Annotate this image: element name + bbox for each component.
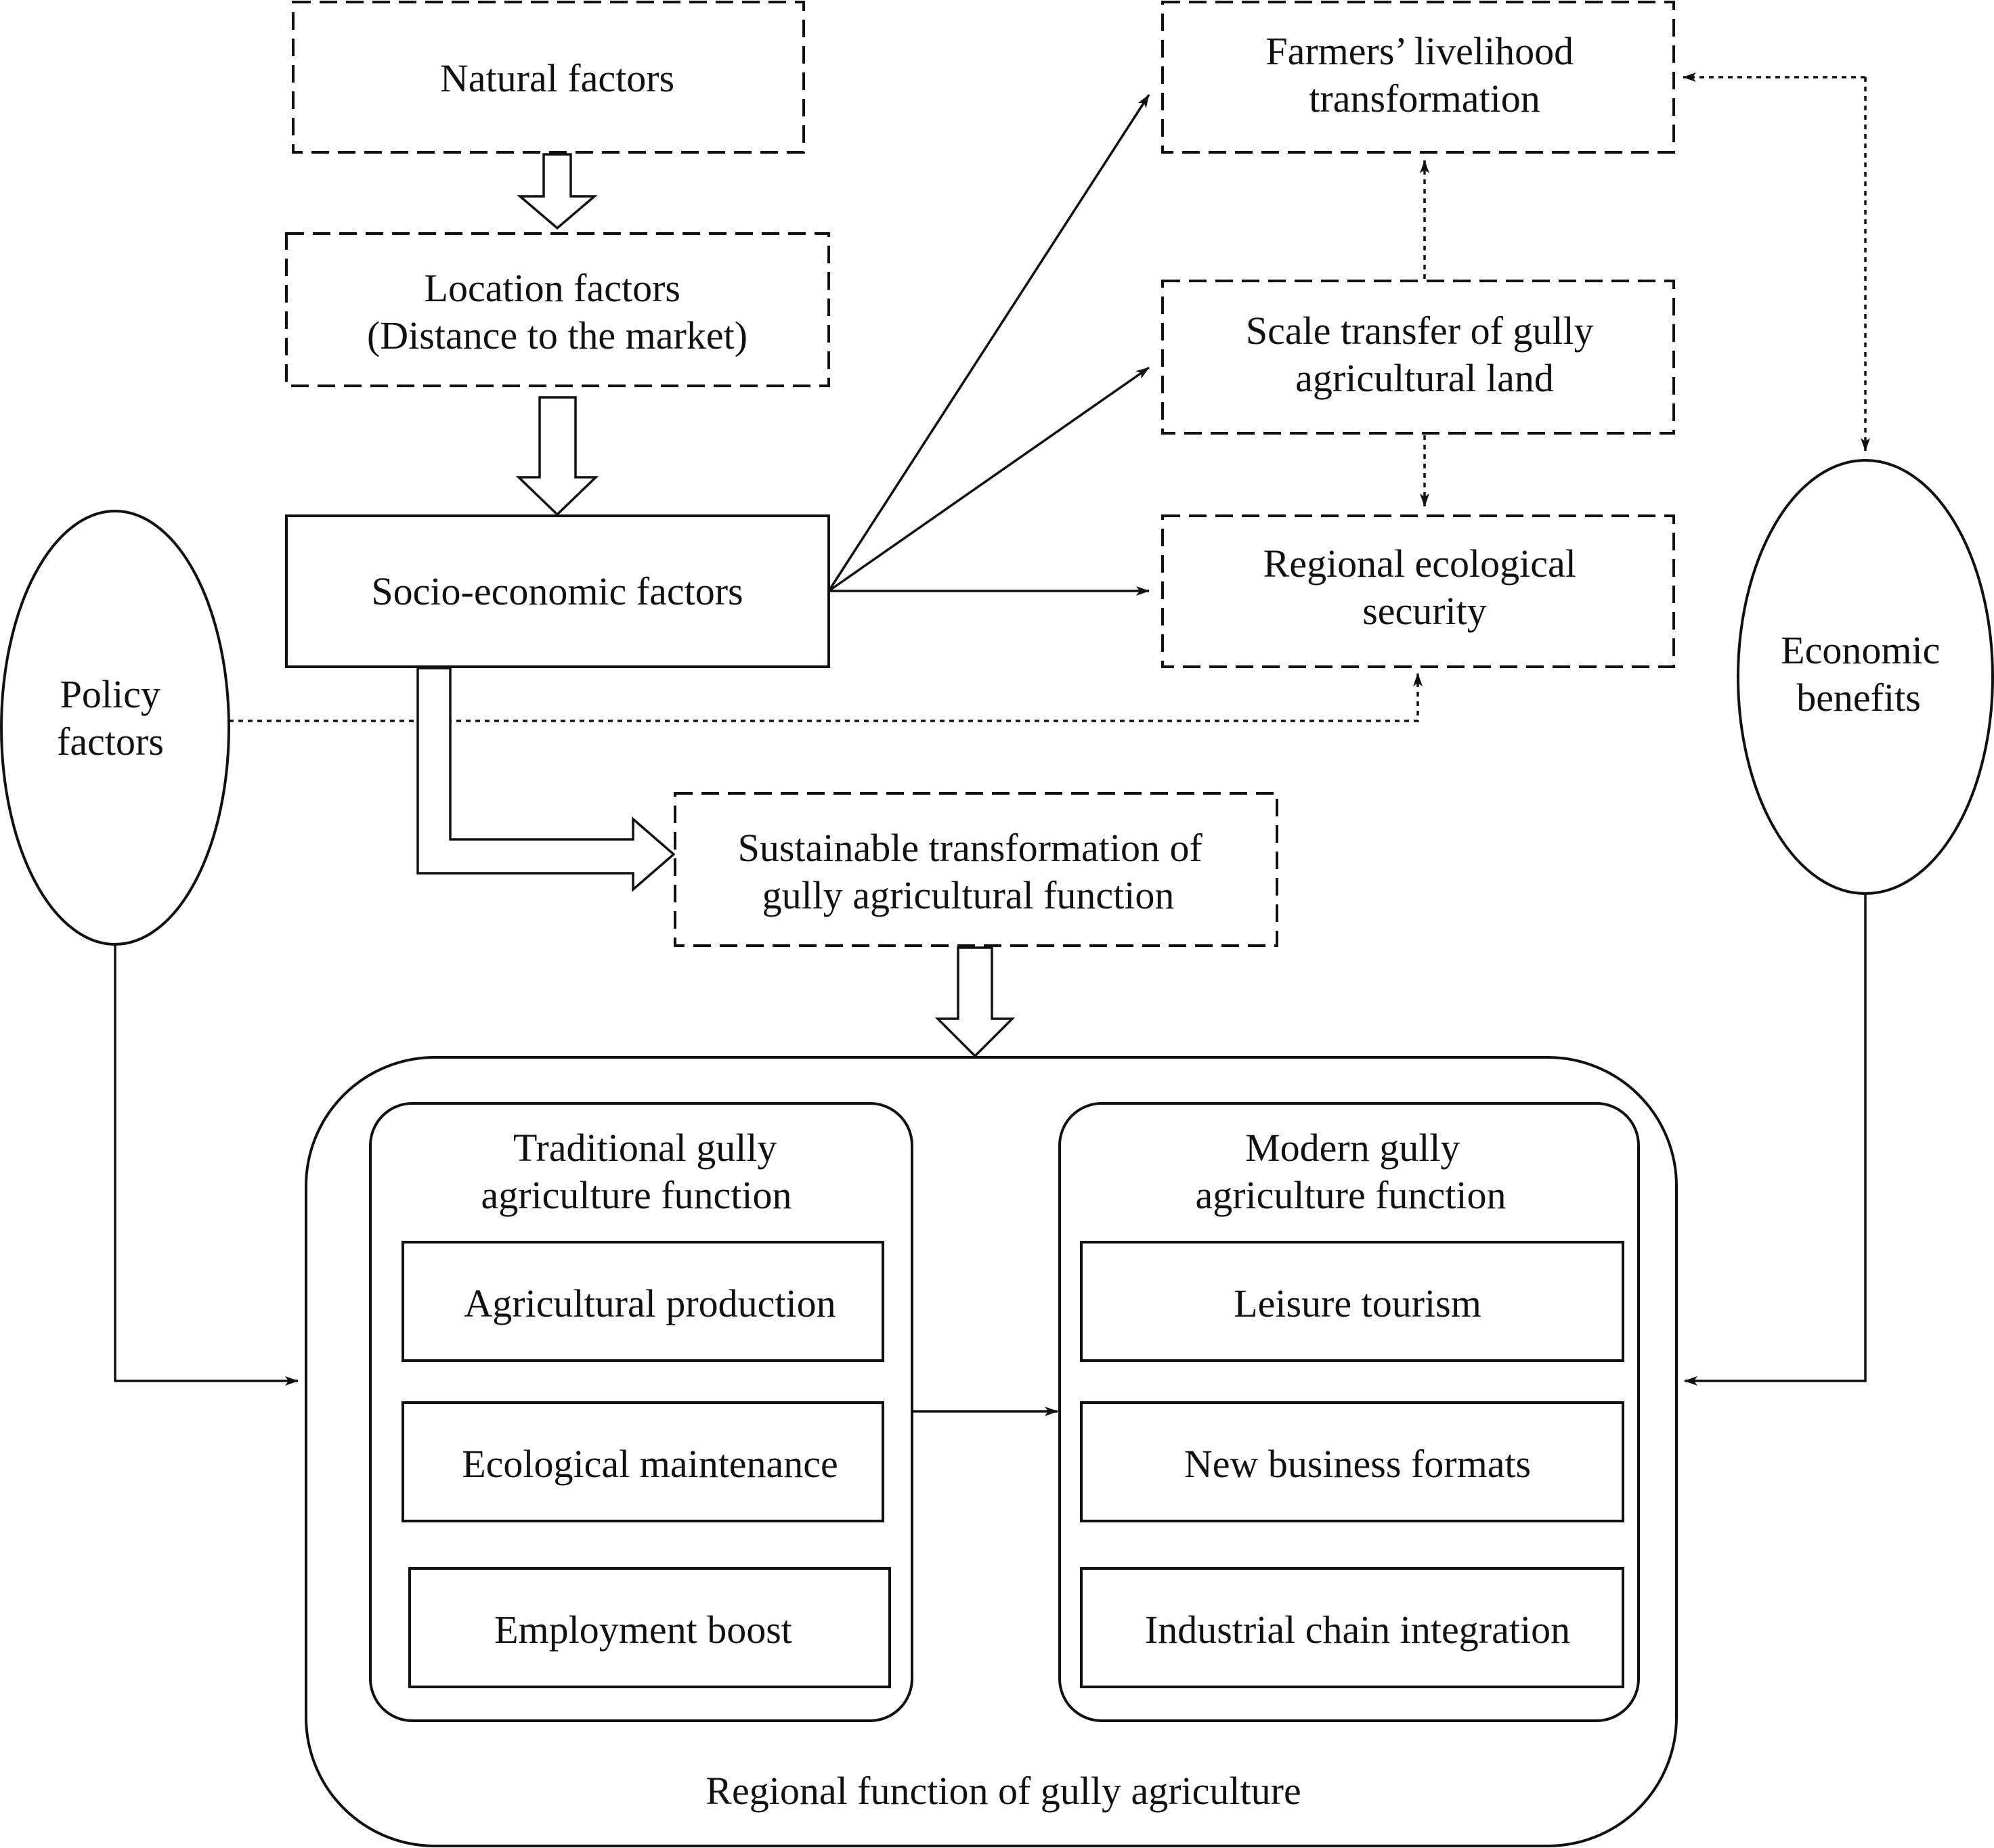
svg-text:Socio-economic factors: Socio-economic factors: [371, 569, 743, 613]
item-new-business-formats-label: New business formats: [1184, 1442, 1531, 1486]
svg-text:Policy factors: Policy factors: [57, 672, 170, 764]
regional-function-label: Regional function of gully agriculture: [706, 1769, 1301, 1813]
regional-ecological-security-label-line2: security: [1362, 589, 1487, 633]
socio-to-farmers-arrow: [827, 94, 1150, 592]
modern-title-line1: Modern gully: [1245, 1126, 1460, 1170]
item-leisure-tourism: Leisure tourism: [1080, 1241, 1624, 1362]
svg-text:Agricultural production: Agricultural production: [464, 1281, 836, 1325]
natural-factors-node: Natural factors: [292, 1, 805, 154]
sustainable-transformation-label-line2: gully agricultural function: [762, 873, 1175, 917]
svg-text:Modern gully agriculture: Modern gully agriculture function: [1196, 1126, 1507, 1217]
item-employment-boost-label: Employment boost: [494, 1608, 792, 1652]
policy-factors-label-line1: Policy: [60, 672, 160, 716]
modern-function-group: Modern gully agriculture function Leisur…: [1058, 1102, 1640, 1722]
sustainable-transformation-node: Sustainable transformation of gully agri…: [674, 792, 1278, 947]
economic-benefits-label-line2: benefits: [1796, 676, 1921, 720]
item-agricultural-production: Agricultural production: [402, 1241, 884, 1362]
item-industrial-chain-integration-label: Industrial chain integration: [1145, 1608, 1570, 1652]
farmers-livelihood-label-line2: transformation: [1309, 76, 1540, 120]
socio-to-sustainable-hollow-arrow: [416, 667, 676, 892]
sustainable-transformation-label-line1: Sustainable transformation of: [738, 826, 1203, 870]
socio-economic-factors-label: Socio-economic factors: [371, 569, 743, 613]
traditional-function-group: Traditional gully agriculture function A…: [369, 1102, 913, 1722]
item-leisure-tourism-label: Leisure tourism: [1234, 1281, 1481, 1325]
natural-factors-label: Natural factors: [440, 56, 674, 100]
item-agricultural-production-label: Agricultural production: [464, 1281, 836, 1325]
item-ecological-maintenance: Ecological maintenance: [402, 1401, 884, 1522]
svg-text:Regional function of gully agr: Regional function of gully agriculture: [706, 1769, 1301, 1813]
traditional-title-line1: Traditional gully: [513, 1126, 777, 1170]
scale-transfer-label-line2: agricultural land: [1295, 356, 1554, 400]
regional-ecological-security-label-line1: Regional ecological: [1263, 542, 1576, 586]
policy-factors-label-line2: factors: [57, 720, 164, 764]
svg-text:Economic benefits: Economic benefits: [1781, 628, 1950, 720]
economic-to-regional-arrow: [1684, 894, 1867, 1386]
socio-to-scale-transfer-arrow: [827, 366, 1150, 592]
farmers-livelihood-label-line1: Farmers’ livelihood: [1265, 29, 1574, 73]
svg-text:Location factors (Distan: Location factors (Distance to the market…: [367, 266, 747, 357]
socio-economic-factors-node: Socio-economic factors: [285, 514, 830, 668]
svg-text:Sustainable transformation of: Sustainable transformation of gully agri…: [738, 826, 1213, 917]
policy-to-regional-arrow: [114, 944, 299, 1386]
location-factors-label-line2: (Distance to the market): [367, 313, 747, 357]
location-to-socio-hollow-arrow: [515, 396, 599, 516]
svg-text:Regional ecological secu: Regional ecological security: [1263, 542, 1586, 633]
svg-text:Natural factors: Natural factors: [440, 56, 674, 100]
modern-title-line2: agriculture function: [1196, 1173, 1507, 1217]
svg-text:Leisure tourism: Leisure tourism: [1234, 1281, 1481, 1325]
policy-to-ecological-dotted-arrow: [229, 673, 1423, 722]
svg-text:Ecological maintenance: Ecological maintenance: [462, 1442, 838, 1486]
scale-transfer-node: Scale transfer of gully agricultural lan…: [1161, 280, 1675, 435]
item-industrial-chain-integration: Industrial chain integration: [1080, 1567, 1624, 1688]
sustainable-to-regional-hollow-arrow: [934, 946, 1016, 1058]
location-factors-label-line1: Location factors: [425, 266, 680, 310]
item-ecological-maintenance-label: Ecological maintenance: [462, 1442, 838, 1486]
scale-transfer-label-line1: Scale transfer of gully: [1246, 309, 1594, 353]
location-factors-node: Location factors (Distance to the market…: [285, 232, 830, 387]
svg-text:Traditional gully agricu: Traditional gully agriculture function: [481, 1126, 792, 1217]
svg-text:Industrial chain integration: Industrial chain integration: [1145, 1608, 1570, 1652]
svg-text:Employment boost: Employment boost: [494, 1608, 792, 1652]
policy-factors-node: Policy factors: [0, 510, 230, 946]
svg-text:Farmers’ livelihood tran: Farmers’ livelihood transformation: [1265, 29, 1583, 120]
svg-text:New business formats: New business formats: [1184, 1442, 1531, 1486]
economic-benefits-node: Economic benefits: [1737, 459, 1994, 895]
traditional-title-line2: agriculture function: [481, 1173, 792, 1217]
farmers-livelihood-node: Farmers’ livelihood transformation: [1161, 1, 1675, 154]
item-employment-boost: Employment boost: [408, 1567, 891, 1688]
item-new-business-formats: New business formats: [1080, 1401, 1624, 1522]
svg-text:Scale transfer of gully: Scale transfer of gully agricultural lan…: [1246, 309, 1603, 400]
economic-benefits-label-line1: Economic: [1781, 628, 1940, 672]
natural-to-location-hollow-arrow: [517, 153, 598, 230]
regional-ecological-security-node: Regional ecological security: [1161, 514, 1675, 668]
